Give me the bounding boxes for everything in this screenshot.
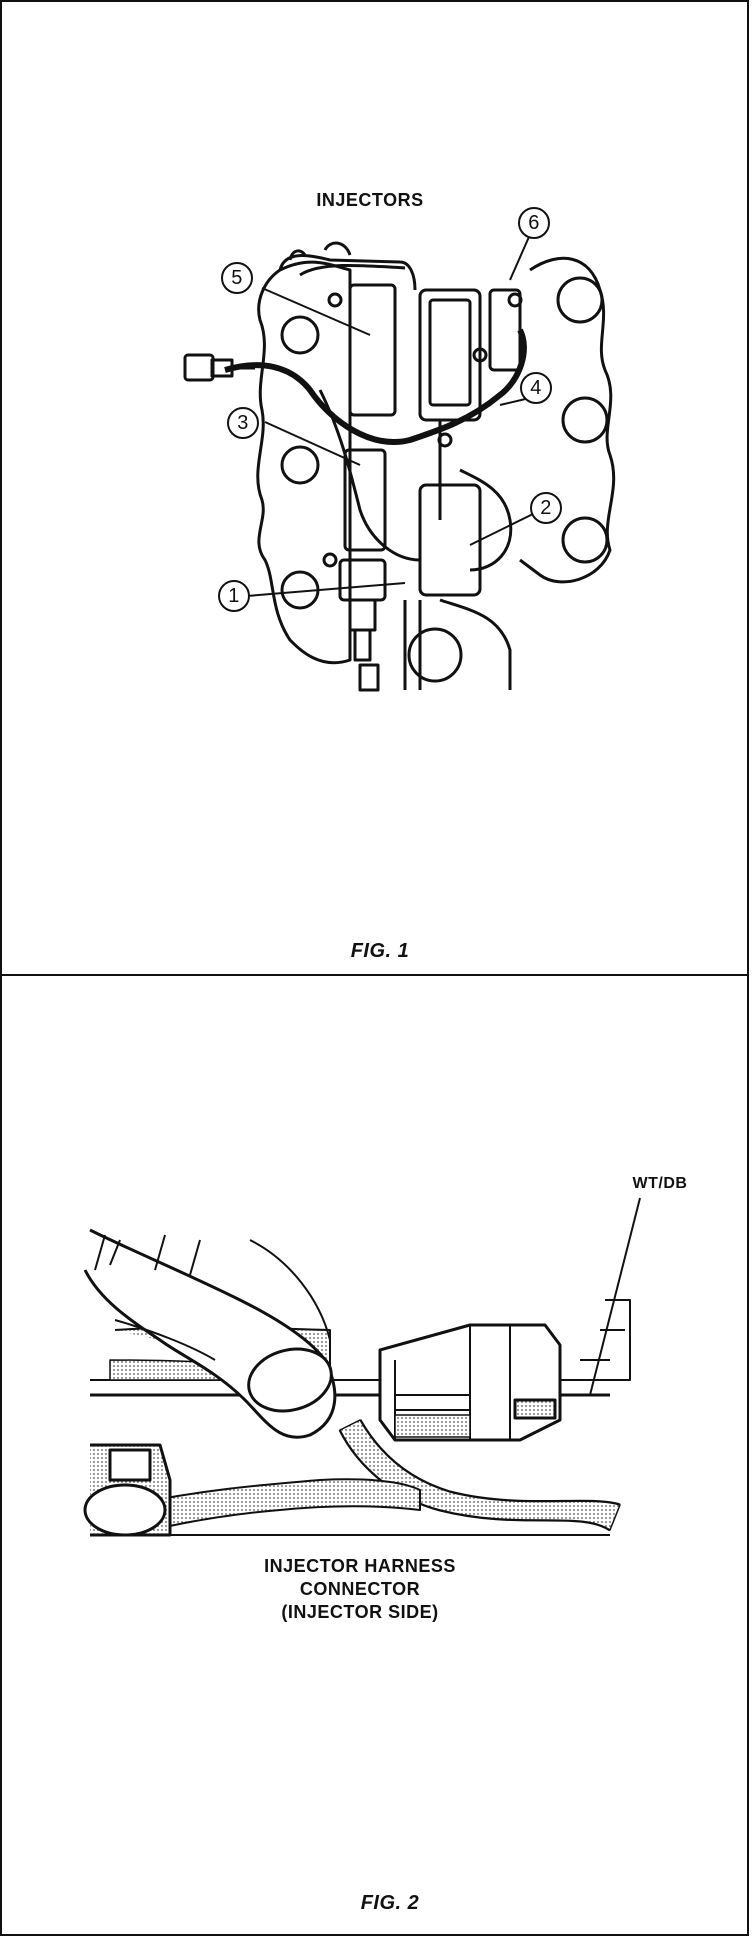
callout-2: 2 <box>530 492 562 524</box>
figure-2-panel <box>0 974 749 1936</box>
figure-1-panel <box>0 0 749 976</box>
connector-caption: INJECTOR HARNESS CONNECTOR (INJECTOR SID… <box>215 1555 505 1624</box>
wire-color-label: WT/DB <box>632 1175 688 1192</box>
callout-4: 4 <box>520 372 552 404</box>
caption-line-2: CONNECTOR <box>299 1579 421 1599</box>
figure-2-caption: FIG. 2 <box>360 1892 420 1914</box>
callout-1: 1 <box>218 580 250 612</box>
callout-5: 5 <box>221 262 253 294</box>
caption-line-3: (INJECTOR SIDE) <box>281 1602 439 1622</box>
caption-line-1: INJECTOR HARNESS <box>264 1556 456 1576</box>
injector-manifold-illustration <box>183 229 616 692</box>
figure-1-caption: FIG. 1 <box>350 940 410 962</box>
callout-3: 3 <box>227 407 259 439</box>
injectors-title: INJECTORS <box>316 190 424 210</box>
callout-6: 6 <box>518 207 550 239</box>
